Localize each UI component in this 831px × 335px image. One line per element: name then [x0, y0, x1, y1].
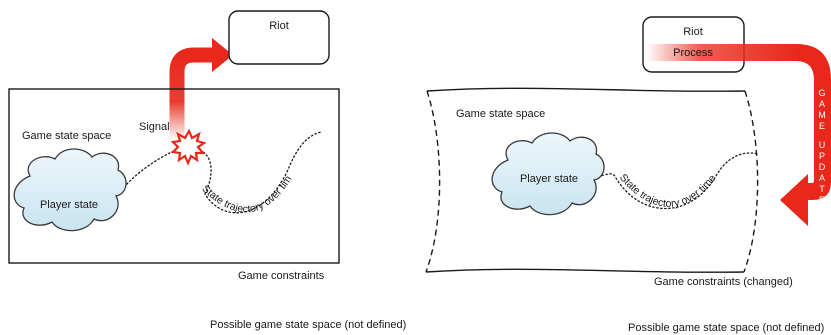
game-constraints-changed-label: Game constraints (changed): [654, 276, 793, 288]
riot-label: Riot: [269, 20, 289, 32]
game-state-space-label: Game state space: [22, 130, 111, 142]
trajectory-line: [123, 131, 322, 214]
game-constraints-label: Game constraints: [238, 270, 325, 282]
possible-space-label: Possible game state space (not defined): [210, 319, 406, 331]
left-panel: Riot Game state space Signal Player stat…: [0, 0, 406, 331]
update-letter: E: [819, 121, 825, 131]
game-state-space-label-right: Game state space: [456, 108, 545, 120]
game-update-letters: G A M E U P D A T E: [818, 88, 826, 205]
update-letter: D: [819, 162, 826, 172]
game-update-arrow: [646, 44, 831, 226]
player-state-label-right: Player state: [520, 173, 578, 185]
riot-box: [228, 10, 330, 65]
update-letter: T: [819, 184, 825, 194]
trajectory-label-right: State trajectory over time: [617, 172, 719, 210]
update-letter: E: [819, 195, 825, 205]
game-state-space-box: [8, 88, 340, 264]
update-letter: A: [819, 99, 825, 109]
curved-state-space: [425, 87, 759, 273]
player-cloud-right: [491, 132, 605, 216]
possible-space-label-right: Possible game state space (not defined): [628, 322, 824, 334]
process-label: Process: [673, 47, 713, 59]
update-letter: P: [819, 151, 825, 161]
riot-label-right: Riot: [683, 26, 703, 38]
player-cloud: [13, 148, 127, 232]
signal-arrow: [169, 38, 233, 140]
update-letter: M: [818, 110, 826, 120]
signal-label: Signal: [139, 121, 170, 133]
update-letter: A: [819, 173, 825, 183]
trajectory-line-right: [597, 152, 759, 209]
signal-burst-icon: [170, 128, 207, 166]
right-panel: Riot Process G A M E U P D A T E Game st…: [425, 16, 831, 334]
update-letter: G: [818, 88, 825, 98]
player-state-label: Player state: [40, 199, 98, 211]
update-letter: U: [819, 140, 826, 150]
